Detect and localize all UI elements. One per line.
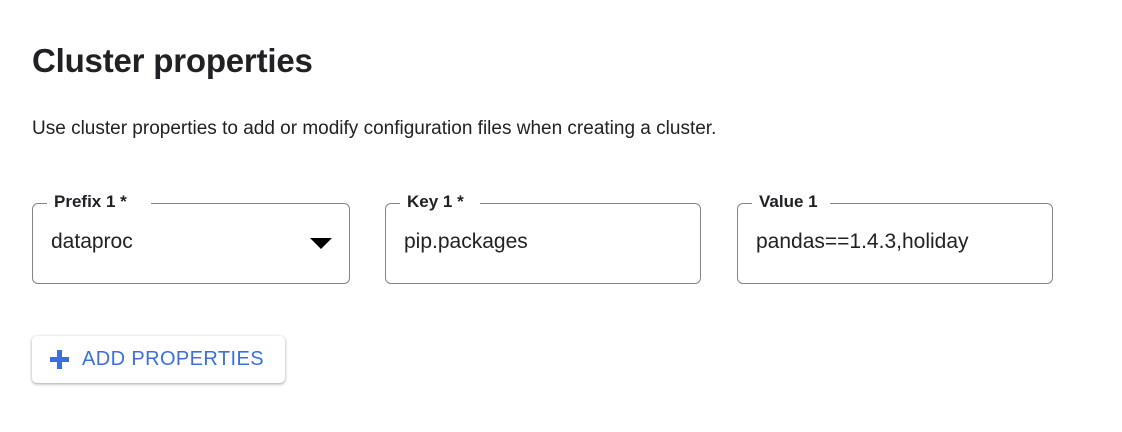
key-input-field[interactable]: Key 1 * pip.packages	[385, 192, 701, 284]
value-input-field[interactable]: Value 1 pandas==1.4.3,holiday	[737, 192, 1053, 284]
key-field-label: Key 1 *	[403, 192, 468, 212]
add-properties-button-label: ADD PROPERTIES	[82, 348, 264, 370]
add-properties-button[interactable]: ADD PROPERTIES	[32, 336, 285, 383]
page-title: Cluster properties	[32, 42, 313, 80]
value-field-label: Value 1	[755, 192, 822, 212]
prefix-field-label: Prefix 1 *	[50, 192, 131, 212]
prefix-select-field[interactable]: Prefix 1 * dataproc	[32, 192, 350, 284]
chevron-down-icon[interactable]	[310, 238, 332, 249]
key-field-value[interactable]: pip.packages	[404, 230, 528, 253]
plus-icon	[50, 350, 69, 369]
page-description: Use cluster properties to add or modify …	[32, 118, 717, 139]
value-field-value[interactable]: pandas==1.4.3,holiday	[756, 230, 969, 253]
prefix-field-value: dataproc	[51, 230, 133, 253]
